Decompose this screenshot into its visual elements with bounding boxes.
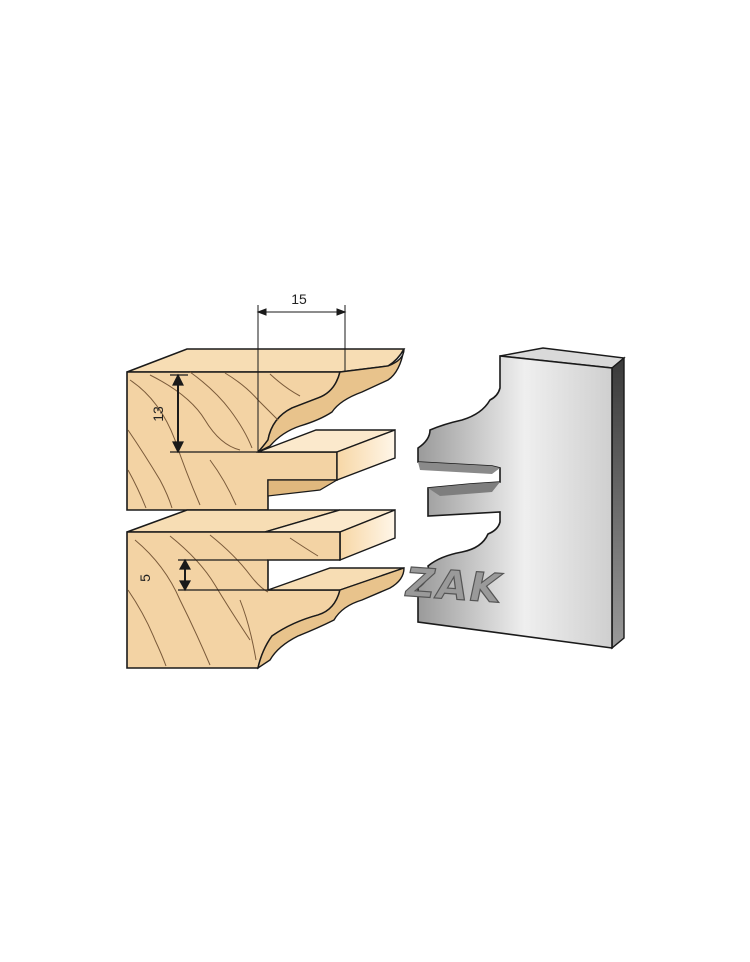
depth-arrow-top bbox=[178, 558, 192, 570]
height-arrow-bottom bbox=[172, 441, 184, 454]
lower-wood-piece bbox=[126, 508, 405, 670]
upper-moulding-strip bbox=[257, 348, 405, 453]
upper-grain-lines bbox=[127, 371, 301, 509]
depth-arrow-bottom bbox=[178, 580, 192, 592]
depth-dimension bbox=[178, 558, 268, 592]
lower-moulding-strip bbox=[256, 567, 405, 670]
knife-side-face bbox=[611, 356, 625, 650]
width-dimension bbox=[256, 305, 347, 452]
depth-label: 5 bbox=[137, 574, 153, 582]
height-label: 13 bbox=[150, 406, 166, 422]
width-label: 15 bbox=[291, 291, 307, 307]
knife-groove-shade bbox=[418, 462, 500, 474]
knife-slot-shade bbox=[428, 482, 500, 496]
width-arrow-right bbox=[336, 308, 347, 316]
cutter-knife: ZAK bbox=[400, 347, 626, 650]
width-arrow-left bbox=[256, 308, 267, 316]
upper-groove bbox=[267, 479, 340, 497]
lower-grain-lines bbox=[127, 534, 319, 667]
upper-tenon-side bbox=[336, 428, 396, 482]
height-arrow-top bbox=[172, 373, 184, 386]
height-dimension bbox=[170, 373, 258, 454]
upper-wood-piece bbox=[126, 348, 406, 511]
brand-logo: ZAK bbox=[401, 560, 507, 612]
